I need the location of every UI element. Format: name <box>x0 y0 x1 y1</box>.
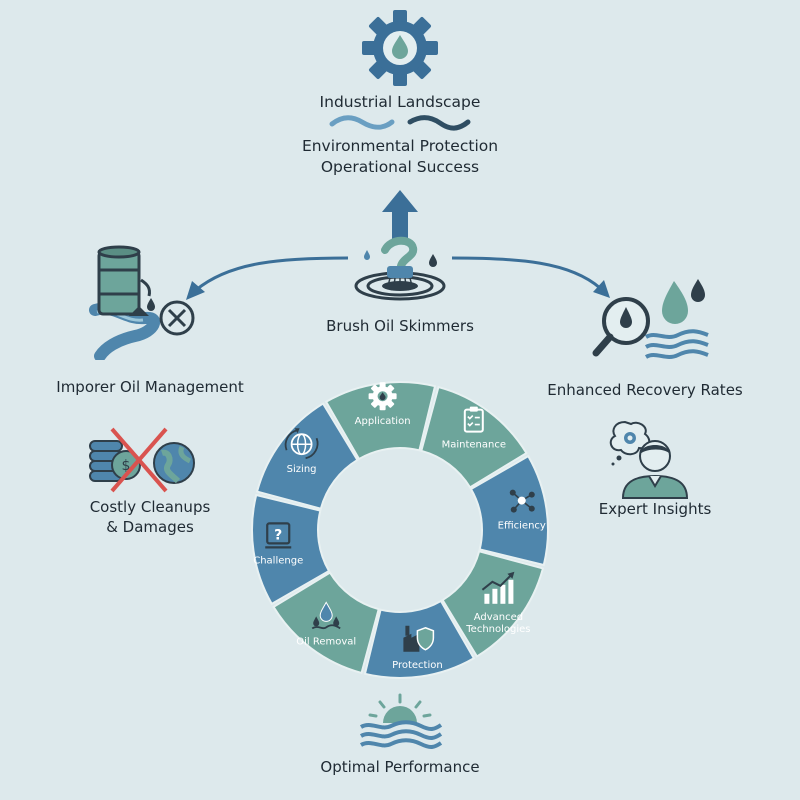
cycle-label-sizing: Sizing <box>287 464 317 475</box>
magnifier-droplets-icon <box>592 279 709 359</box>
clipboard-icon <box>463 406 484 433</box>
cycle-label-advanced: Advanced <box>474 612 523 623</box>
network-icon <box>509 489 535 513</box>
growth-chart-icon <box>481 571 515 604</box>
process-cycle-ring: MaintenanceEfficiencyAdvancedTechnologie… <box>251 381 549 679</box>
industrial-landscape-title: Industrial Landscape <box>319 93 481 111</box>
cycle-segment-maintenance <box>420 385 528 489</box>
brush-oil-skimmers-label: Brush Oil Skimmers <box>326 317 474 335</box>
cycle-label-protection: Protection <box>392 660 443 671</box>
svg-text:?: ? <box>274 527 282 543</box>
right-arrow-icon <box>451 256 610 298</box>
droplets-icon <box>311 601 341 630</box>
cycle-label-oil-removal: Oil Removal <box>296 636 356 647</box>
environmental-protection-text: Environmental Protection <box>301 137 499 155</box>
factory-shield-icon <box>403 625 435 652</box>
cycle-segment-efficiency <box>469 454 549 567</box>
cycle-segment-application <box>324 381 437 461</box>
expert-person-icon <box>609 420 689 499</box>
cycle-label-maintenance: Maintenance <box>442 440 506 451</box>
cycle-segment-advanced <box>441 550 545 658</box>
cycle-segment-sizing <box>255 402 359 510</box>
expert-insights-label: Expert Insights <box>598 500 712 518</box>
operational-success-text: Operational Success <box>320 158 480 176</box>
cycle-label-advanced-line2: Technologies <box>465 624 530 635</box>
gear-droplet-icon <box>362 10 438 86</box>
costly-cleanups-label: Costly Cleanups <box>89 498 211 516</box>
crossed-coins-globe-icon: $ <box>89 427 195 493</box>
oil-barrel-spill-icon <box>89 245 195 360</box>
globe-icon <box>284 428 319 460</box>
enhanced-recovery-rates-label: Enhanced Recovery Rates <box>547 381 743 399</box>
wave-lines-decoration <box>329 115 471 131</box>
sun-waves-icon <box>359 693 443 749</box>
question-icon: ? <box>265 522 292 549</box>
improper-oil-management-label: Imporer Oil Management <box>56 378 244 396</box>
gear-icon <box>368 382 397 411</box>
cycle-label-application: Application <box>355 416 411 427</box>
optimal-performance-label: Optimal Performance <box>320 758 480 776</box>
damages-label: & Damages <box>106 518 194 536</box>
brush-skimmer-icon <box>354 236 446 301</box>
cycle-segment-oil-removal <box>272 571 380 675</box>
cycle-label-challenge: Challenge <box>253 555 303 566</box>
left-arrow-icon <box>186 256 349 300</box>
svg-text:$: $ <box>122 458 131 474</box>
cycle-label-efficiency: Efficiency <box>498 521 546 532</box>
up-arrow-icon <box>382 190 418 240</box>
cycle-segment-challenge <box>251 493 331 606</box>
